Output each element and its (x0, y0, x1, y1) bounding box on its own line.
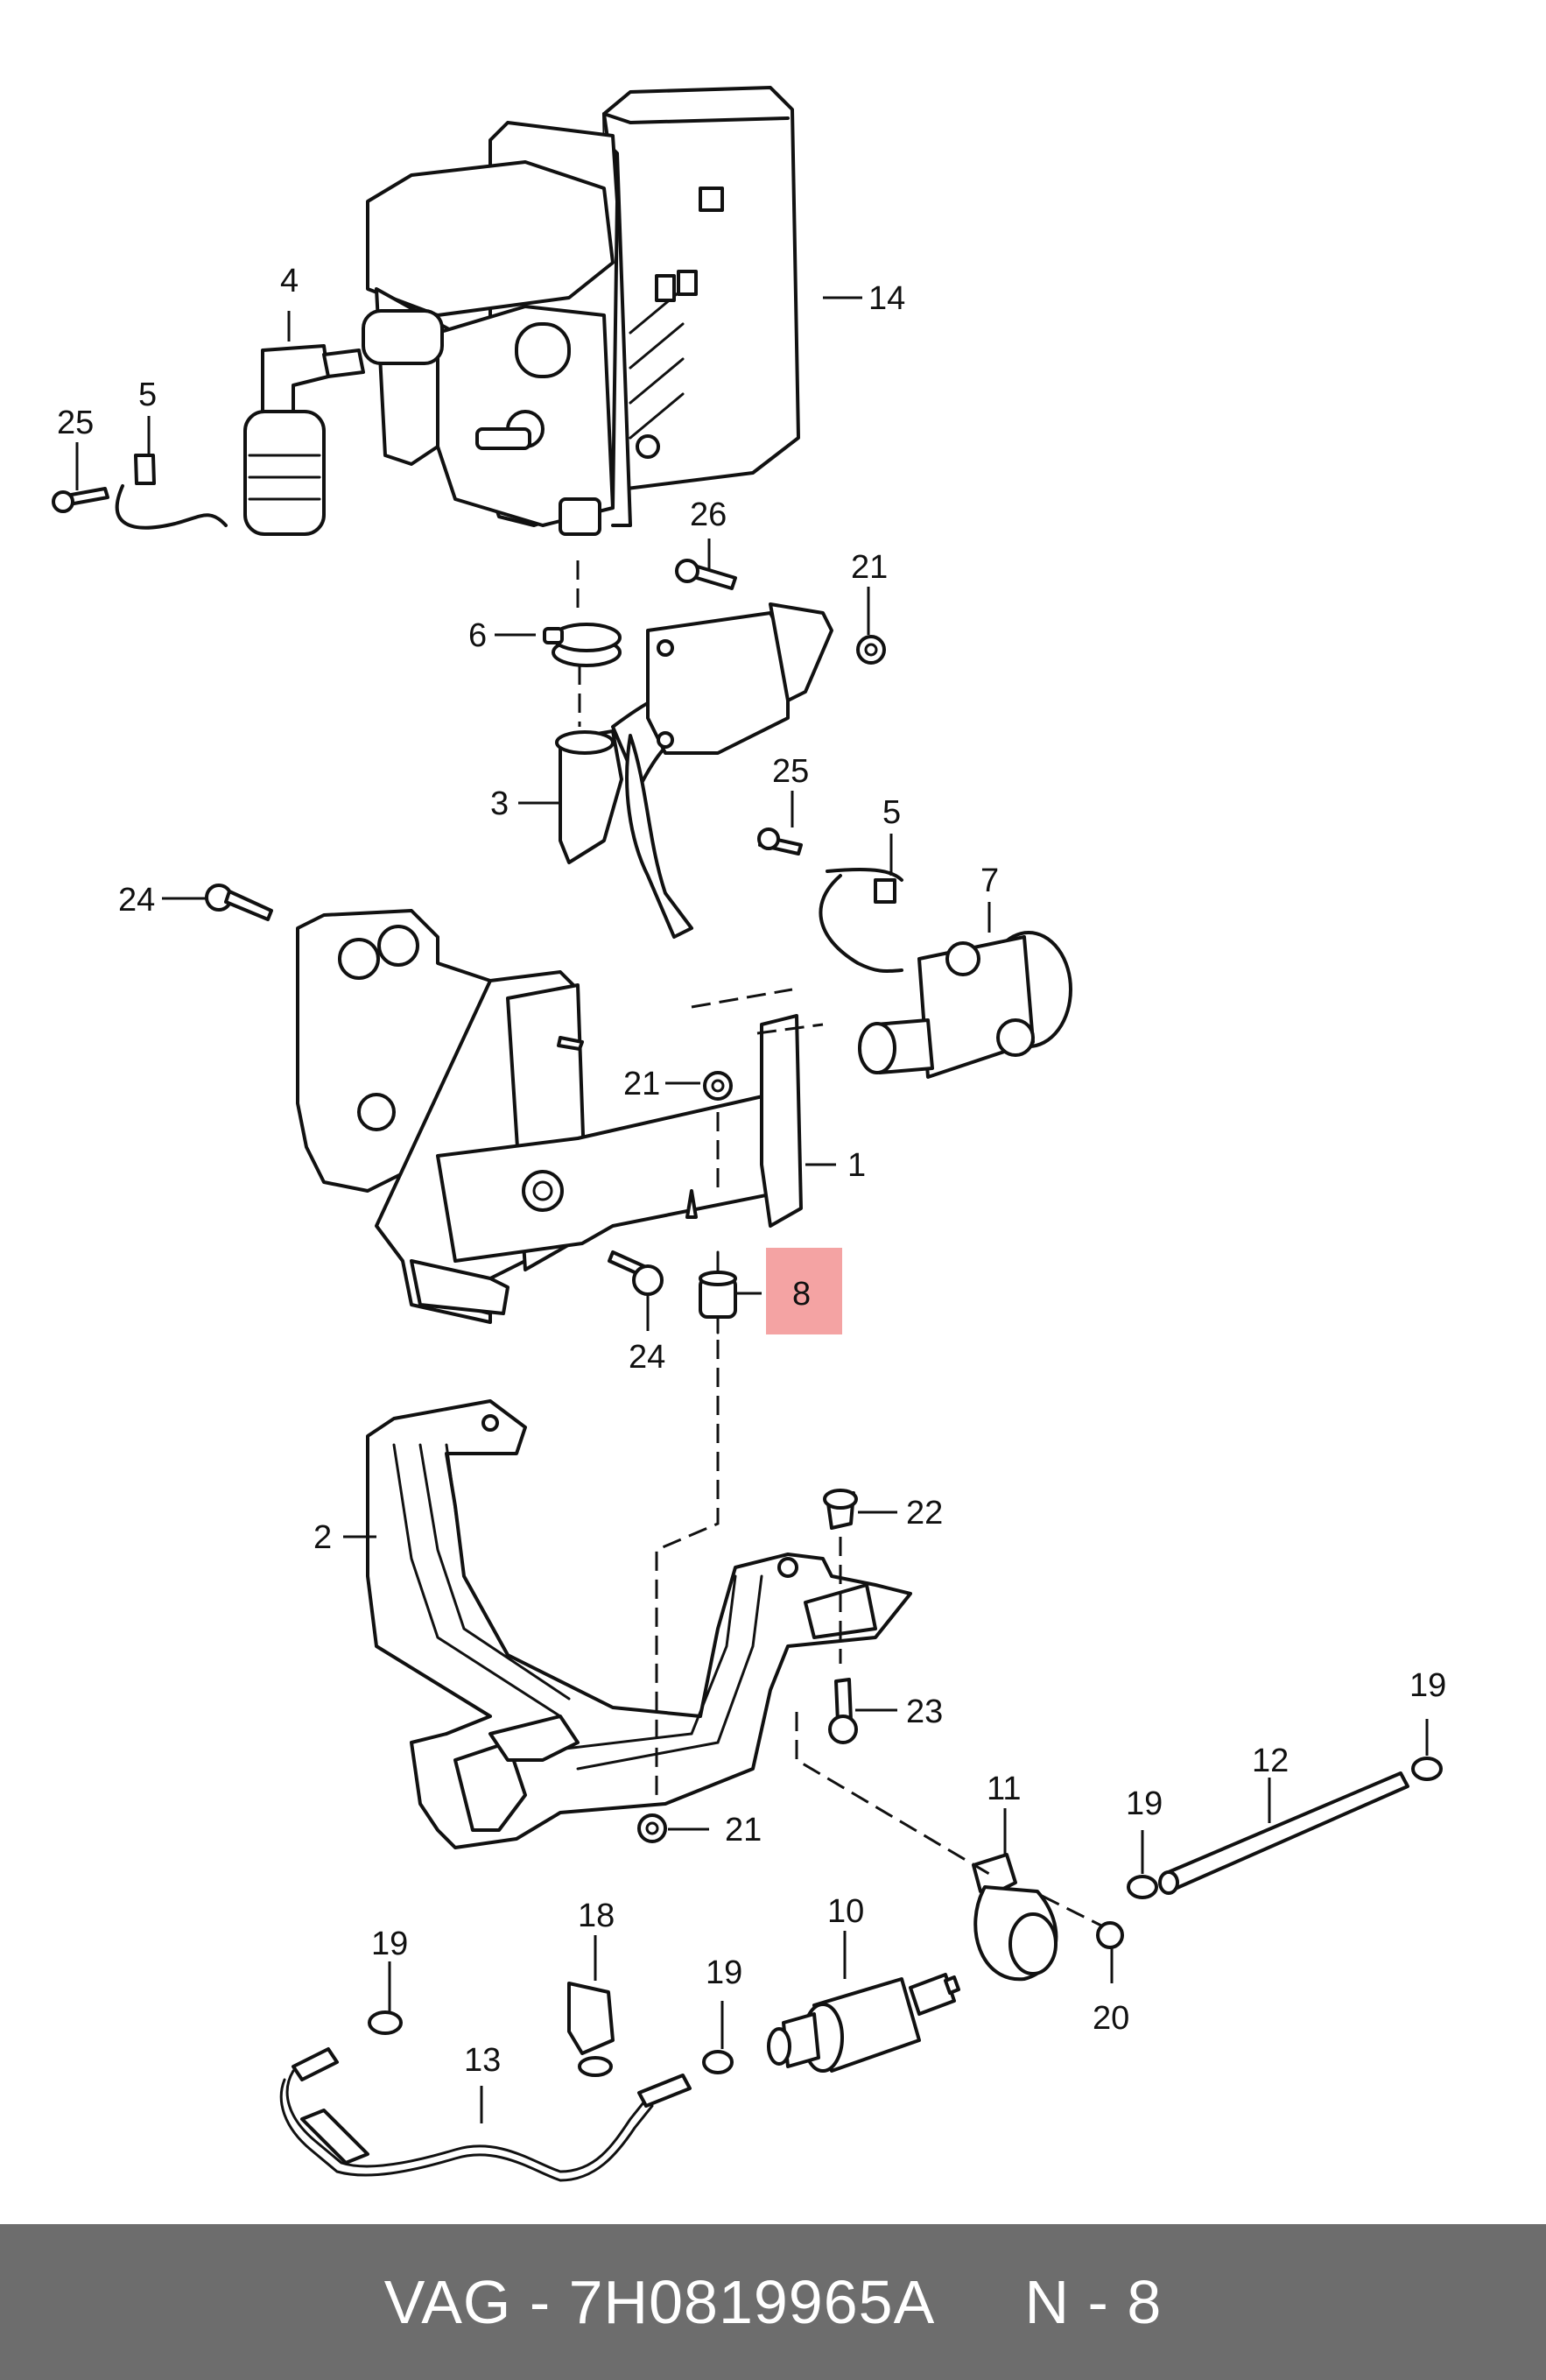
leader-lines (75, 296, 1429, 2123)
callout-13: 13 (464, 2042, 501, 2079)
footer-position-number: 8 (1127, 2268, 1163, 2336)
callout-8: 8 (792, 1276, 811, 1313)
holder-11-drawing (972, 1853, 1124, 1982)
footer-position-prefix: N (1024, 2268, 1071, 2336)
footer-position-separator: - (1087, 2268, 1109, 2336)
nut-21-mid-drawing (703, 1071, 733, 1101)
callout-10: 10 (827, 1893, 864, 1930)
callout-7: 7 (980, 863, 999, 899)
heater-unit-drawing (362, 86, 800, 536)
callout-6: 6 (468, 617, 487, 654)
callout-1: 1 (847, 1147, 866, 1184)
callout-24-top: 24 (118, 882, 155, 919)
callout-labels: 14 4 5 25 6 3 26 21 25 5 7 24 21 1 8 24 … (57, 263, 1446, 2079)
callout-19-left: 19 (371, 1926, 408, 1962)
callout-4: 4 (280, 263, 299, 299)
rubber-mount-drawing (699, 1250, 737, 1334)
highlight-box (766, 1248, 842, 1334)
callout-22: 22 (906, 1495, 943, 1532)
clamp-and-bolt-top-drawing (52, 454, 228, 530)
bolt-24-lower-drawing (608, 1250, 664, 1296)
carrier-2-drawing (366, 1399, 912, 1849)
callout-25-mid: 25 (772, 753, 809, 790)
footer-brand: VAG (383, 2268, 512, 2336)
callout-19-right: 19 (1126, 1785, 1163, 1822)
footer-part-number: 7H0819965A (568, 2268, 936, 2336)
parts-diagram: 14 4 5 25 6 3 26 21 25 5 7 24 21 1 8 24 … (52, 86, 1446, 2182)
hose-12-drawing (1127, 1757, 1443, 1899)
exhaust-silencer-drawing (555, 602, 833, 939)
footer-bar: VAG - 7H0819965A N - 8 (0, 2224, 1546, 2380)
bolt-24-top-drawing (205, 884, 273, 921)
callout-23: 23 (906, 1693, 943, 1730)
callout-12: 12 (1252, 1743, 1289, 1779)
callout-5-top: 5 (138, 377, 157, 413)
callout-5-mid: 5 (882, 794, 901, 831)
bracket-1-drawing (296, 909, 803, 1324)
callout-18: 18 (578, 1898, 615, 1934)
callout-19-far-right: 19 (1409, 1667, 1446, 1704)
callout-24-lower: 24 (629, 1339, 665, 1376)
callout-26: 26 (690, 496, 727, 533)
callout-25-top: 25 (57, 405, 94, 441)
nut-21-top-drawing (856, 635, 886, 665)
callout-21-mid: 21 (623, 1066, 660, 1102)
callout-14: 14 (868, 280, 905, 317)
fuel-pump-drawing (368, 1973, 960, 2077)
connection-lines (576, 560, 1104, 1928)
callout-11: 11 (987, 1771, 1021, 1807)
callout-19-mid: 19 (706, 1954, 742, 1991)
callout-21-lower: 21 (725, 1812, 762, 1848)
elbow-hose-drawing (243, 344, 365, 536)
callout-21-top: 21 (851, 549, 888, 586)
bolt-26-drawing (675, 559, 737, 590)
callout-3: 3 (490, 785, 509, 822)
fuel-line-drawing (279, 2047, 692, 2182)
footer-separator: - (529, 2268, 552, 2336)
footer-caption: VAG - 7H0819965A N - 8 (0, 2224, 1546, 2380)
hose-clamp-drawing (543, 623, 622, 667)
callout-2: 2 (313, 1519, 332, 1556)
callout-20: 20 (1093, 2000, 1129, 2037)
hardware-lower-drawing (637, 1489, 858, 1843)
clamp-and-bolt-mid-drawing (757, 827, 903, 973)
coolant-pump-drawing (858, 931, 1072, 1079)
